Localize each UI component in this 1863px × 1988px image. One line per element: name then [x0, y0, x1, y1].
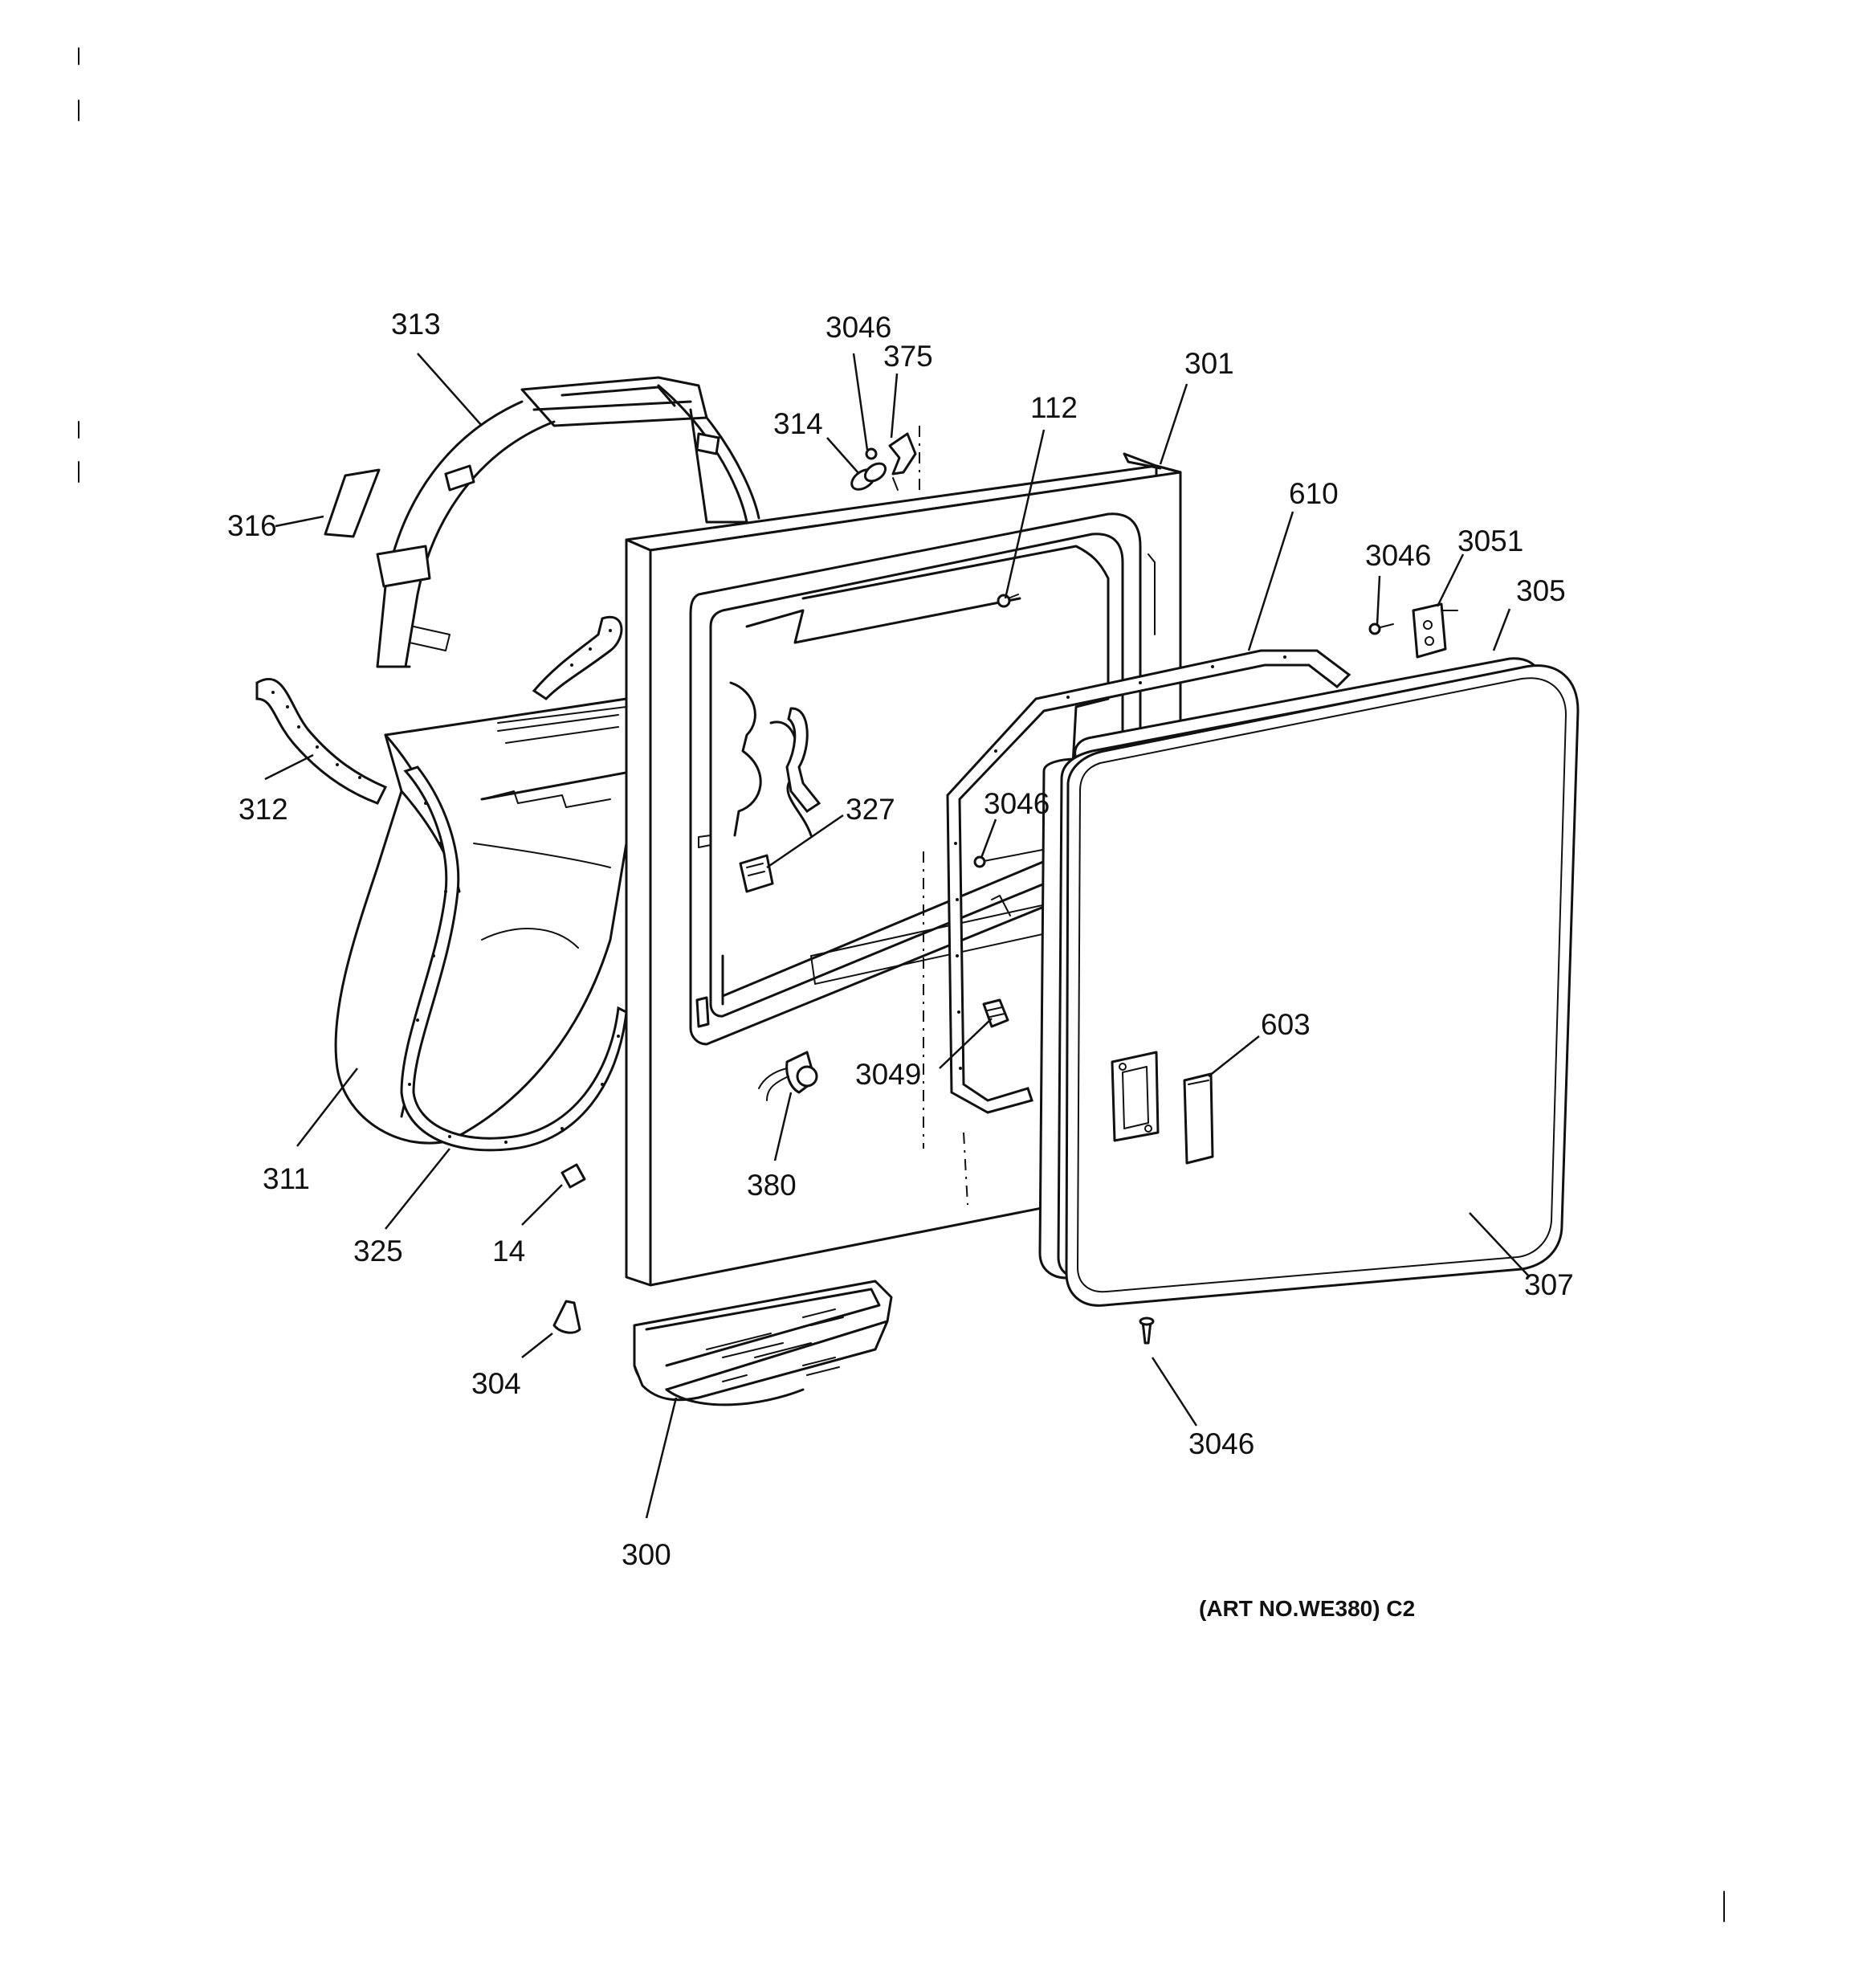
part-325-seal: [400, 765, 628, 1152]
part-312-seal: [255, 615, 623, 805]
callout-3046-bottom: 3046: [1188, 1427, 1254, 1460]
callout-3046-door: 3046: [984, 787, 1050, 820]
scan-marks: [78, 47, 1725, 1922]
leader-lines: [264, 353, 1531, 1519]
callout-316: 316: [227, 509, 277, 542]
art-number-note: (ART NO.WE380) C2: [1199, 1596, 1415, 1621]
callout-301: 301: [1184, 347, 1234, 380]
part-305-307-door: [1038, 657, 1580, 1307]
part-304-foot: [552, 1300, 581, 1334]
part-3046-bottom-screw: [1139, 1316, 1155, 1345]
callout-313: 313: [391, 308, 441, 341]
callout-380: 380: [747, 1169, 797, 1202]
callout-325: 325: [353, 1235, 403, 1268]
callout-labels: 313 3046 375 314 112 301 610 3046 3051 3…: [227, 308, 1574, 1571]
callout-14: 14: [492, 1235, 525, 1268]
part-3051-hinge: [1368, 602, 1458, 659]
callout-610: 610: [1289, 477, 1339, 510]
callout-312: 312: [238, 793, 288, 826]
callout-300: 300: [622, 1538, 671, 1571]
callout-3051: 3051: [1457, 525, 1523, 557]
part-311-lower-bulkhead: [334, 697, 636, 1145]
part-313-bulkhead-support: [376, 376, 760, 668]
callout-314: 314: [773, 407, 823, 440]
part-610-door-gasket: [923, 649, 1351, 1206]
callout-304: 304: [471, 1367, 521, 1400]
part-380-lamp: [758, 1051, 818, 1101]
callout-3046-right: 3046: [1365, 539, 1431, 572]
callout-3046-top: 3046: [826, 311, 891, 344]
callout-112: 112: [1030, 391, 1078, 424]
callout-375: 375: [883, 340, 933, 373]
callout-305: 305: [1516, 574, 1566, 607]
callout-311: 311: [263, 1162, 310, 1195]
callout-327: 327: [846, 793, 895, 826]
callout-307: 307: [1524, 1268, 1574, 1301]
part-316-pad: [324, 468, 381, 538]
callout-603: 603: [1261, 1008, 1311, 1041]
part-112-screw: [997, 594, 1019, 608]
part-14-clip: [561, 1163, 586, 1189]
part-327-switch: [698, 681, 821, 893]
part-300-tray: [633, 1280, 893, 1406]
part-314-375-latch: [850, 426, 920, 491]
callout-3049: 3049: [855, 1058, 921, 1091]
